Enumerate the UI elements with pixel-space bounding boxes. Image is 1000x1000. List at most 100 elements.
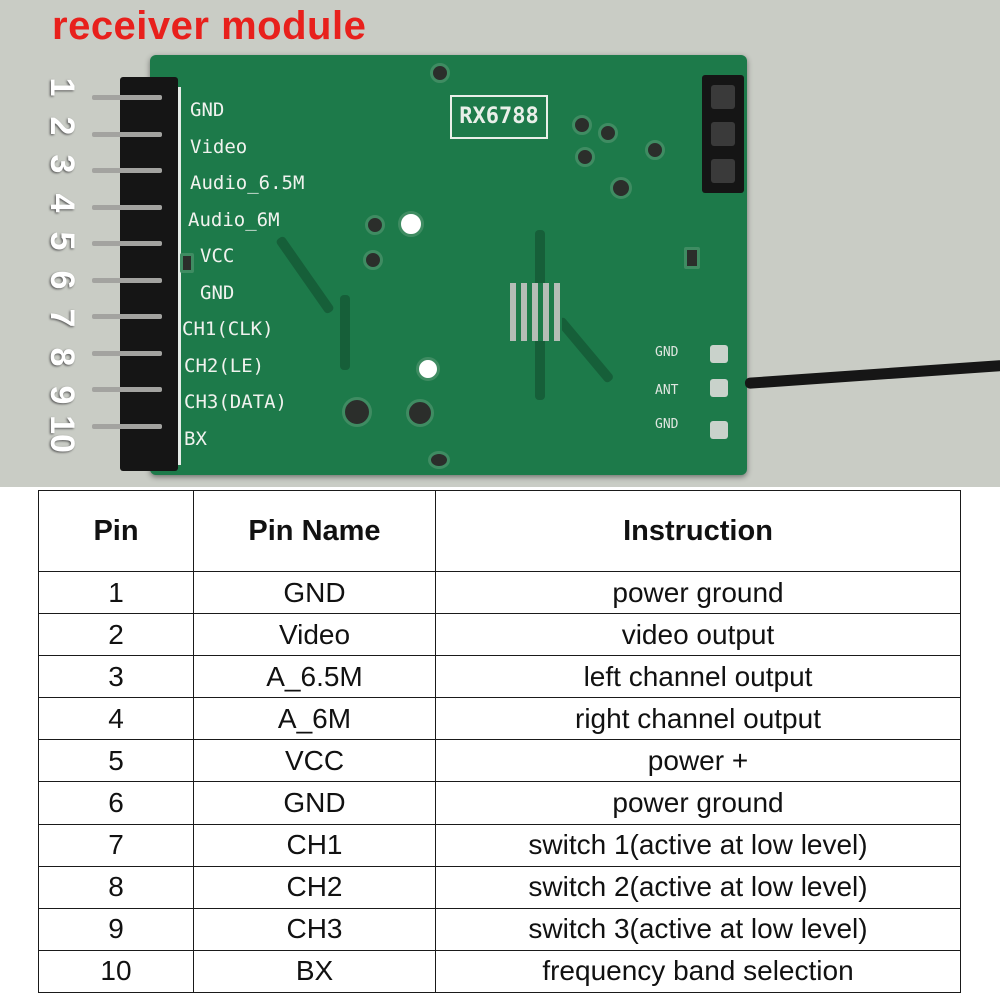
via xyxy=(416,357,440,381)
via xyxy=(406,399,434,427)
right-pin-header xyxy=(702,75,744,193)
cell-pin: 8 xyxy=(38,865,194,909)
cell-instruction: power ground xyxy=(435,570,961,615)
cell-instruction: power + xyxy=(435,739,961,783)
board-pin-label: CH1(CLK) xyxy=(182,318,274,340)
cell-pin-name: A_6M xyxy=(193,697,436,741)
via xyxy=(598,123,618,143)
cell-pin-name: CH2 xyxy=(193,865,436,909)
cell-instruction: power ground xyxy=(435,781,961,825)
pcb-trace xyxy=(555,316,615,384)
pin-number: 5 xyxy=(43,231,81,251)
via xyxy=(342,397,372,427)
pin-number: 6 xyxy=(43,270,81,289)
header-pin-wire xyxy=(92,95,162,100)
header-pin-name: Pin Name xyxy=(193,490,436,572)
antenna-pad xyxy=(710,379,728,397)
header-pin-wire xyxy=(92,423,162,429)
pcb-trace xyxy=(340,295,350,370)
cell-instruction: right channel output xyxy=(435,697,961,741)
pin-number: 2 xyxy=(43,116,81,135)
smd-component xyxy=(180,253,194,273)
pin-number: 4 xyxy=(43,193,81,212)
header-pin-wire xyxy=(92,350,162,356)
pin-number: 9 xyxy=(43,385,81,405)
board-pin-label: GND xyxy=(200,281,235,304)
cell-instruction: left channel output xyxy=(435,655,961,699)
pin-number: 7 xyxy=(43,308,81,328)
via xyxy=(428,451,450,469)
cell-instruction: switch 3(active at low level) xyxy=(435,907,961,951)
via xyxy=(575,147,595,167)
cell-pin: 5 xyxy=(38,739,194,783)
pin-number: 8 xyxy=(43,347,81,366)
header-pin xyxy=(711,85,735,109)
antenna-label: GND xyxy=(655,417,679,432)
cell-pin-name: CH3 xyxy=(193,907,436,951)
cell-instruction: switch 2(active at low level) xyxy=(435,865,961,909)
board-pin-label: GND xyxy=(190,99,225,121)
via xyxy=(645,140,665,160)
via xyxy=(572,115,592,135)
header-pin-wire xyxy=(92,204,162,210)
cell-pin: 7 xyxy=(38,823,194,867)
header-pin xyxy=(711,159,735,183)
cell-pin-name: VCC xyxy=(193,739,436,783)
header-pin-wire xyxy=(92,131,162,137)
cell-pin: 1 xyxy=(38,570,194,615)
antenna-pad xyxy=(710,421,728,439)
header-pin-wire xyxy=(92,168,162,173)
board-pin-label: Audio_6M xyxy=(188,208,280,231)
smd-component xyxy=(684,247,700,269)
header-pin-wire xyxy=(92,387,162,392)
cell-pin-name: GND xyxy=(193,781,436,825)
pin-number: 10 xyxy=(43,414,81,453)
cell-pin: 9 xyxy=(38,907,194,951)
table-header-row: Pin Pin Name Instruction xyxy=(38,490,961,572)
cell-pin-name: Video xyxy=(193,613,436,657)
board-pin-label: BX xyxy=(184,427,207,450)
pin-number: 1 xyxy=(43,77,81,97)
board-pin-label: VCC xyxy=(200,245,235,267)
photo-title: receiver module xyxy=(52,4,367,48)
via xyxy=(610,177,632,199)
header-instruction: Instruction xyxy=(435,490,961,572)
board-pin-label: Audio_6.5M xyxy=(190,172,305,194)
cell-instruction: switch 1(active at low level) xyxy=(435,823,961,867)
antenna-label: ANT xyxy=(655,383,679,398)
header-pin-wire xyxy=(92,314,162,319)
board-pin-label: CH2(LE) xyxy=(184,354,265,377)
cell-pin-name: A_6.5M xyxy=(193,655,436,699)
smd-component-cluster xyxy=(510,283,562,341)
cell-pin-name: GND xyxy=(193,570,436,615)
cell-pin-name: CH1 xyxy=(193,823,436,867)
via xyxy=(430,63,450,83)
antenna-pad xyxy=(710,345,728,363)
chip-marking: RX6788 xyxy=(450,95,548,139)
antenna-wire xyxy=(744,359,1000,389)
header-pin-wire xyxy=(92,241,162,246)
via xyxy=(398,211,424,237)
cell-instruction: video output xyxy=(435,613,961,657)
pcb-trace xyxy=(275,235,335,315)
board-pin-label: Video xyxy=(190,135,248,158)
cell-pin: 10 xyxy=(38,949,194,994)
via xyxy=(365,215,385,235)
cell-pin: 2 xyxy=(38,613,194,657)
cell-instruction: frequency band selection xyxy=(435,949,961,994)
via xyxy=(363,250,383,270)
board-pin-label: CH3(DATA) xyxy=(184,391,287,413)
cell-pin: 4 xyxy=(38,697,194,741)
header-pin xyxy=(711,122,735,146)
cell-pin: 6 xyxy=(38,781,194,825)
